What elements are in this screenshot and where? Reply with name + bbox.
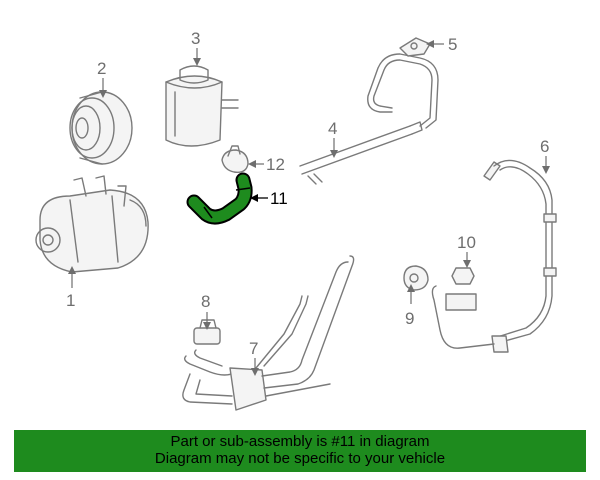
callout-3: 3 bbox=[191, 29, 201, 66]
svg-text:2: 2 bbox=[97, 59, 106, 78]
callout-11: 11 bbox=[250, 189, 288, 208]
svg-text:9: 9 bbox=[405, 309, 414, 328]
clamp-part bbox=[221, 145, 249, 174]
svg-text:3: 3 bbox=[191, 29, 200, 48]
caption-banner: Part or sub-assembly is #11 in diagram D… bbox=[14, 430, 586, 472]
svg-text:4: 4 bbox=[328, 119, 337, 138]
svg-text:5: 5 bbox=[448, 35, 457, 54]
svg-text:1: 1 bbox=[66, 291, 75, 310]
highlighted-hose-part bbox=[186, 172, 253, 225]
svg-text:8: 8 bbox=[201, 292, 210, 311]
callout-4: 4 bbox=[328, 119, 338, 158]
svg-text:6: 6 bbox=[540, 137, 549, 156]
callout-7: 7 bbox=[249, 339, 259, 376]
reservoir-part bbox=[165, 65, 239, 147]
svg-text:12: 12 bbox=[266, 155, 285, 174]
svg-text:10: 10 bbox=[457, 233, 476, 252]
parts-diagram: 1 2 3 4 5 6 7 8 9 10 bbox=[35, 29, 557, 411]
hose-clamp-part bbox=[193, 319, 221, 345]
banner-line-1: Part or sub-assembly is #11 in diagram bbox=[170, 433, 430, 450]
callout-5: 5 bbox=[426, 35, 457, 54]
svg-text:11: 11 bbox=[270, 189, 288, 208]
cooler-line-part bbox=[299, 53, 439, 185]
nut-part bbox=[445, 267, 477, 311]
callout-9: 9 bbox=[405, 284, 415, 328]
banner-line-2: Diagram may not be specific to your vehi… bbox=[154, 450, 446, 467]
callout-10: 10 bbox=[457, 233, 476, 268]
svg-text:7: 7 bbox=[249, 339, 258, 358]
callout-12: 12 bbox=[248, 155, 285, 174]
callout-6: 6 bbox=[540, 137, 550, 174]
banjo-part bbox=[403, 265, 429, 291]
pump-part bbox=[35, 175, 149, 273]
pulley-part bbox=[69, 91, 133, 165]
fitting-part bbox=[399, 37, 431, 57]
callout-1: 1 bbox=[66, 266, 76, 310]
callout-8: 8 bbox=[201, 292, 211, 330]
pressure-hose-part bbox=[431, 159, 557, 353]
callout-2: 2 bbox=[97, 59, 107, 98]
return-lines-part bbox=[182, 255, 355, 411]
